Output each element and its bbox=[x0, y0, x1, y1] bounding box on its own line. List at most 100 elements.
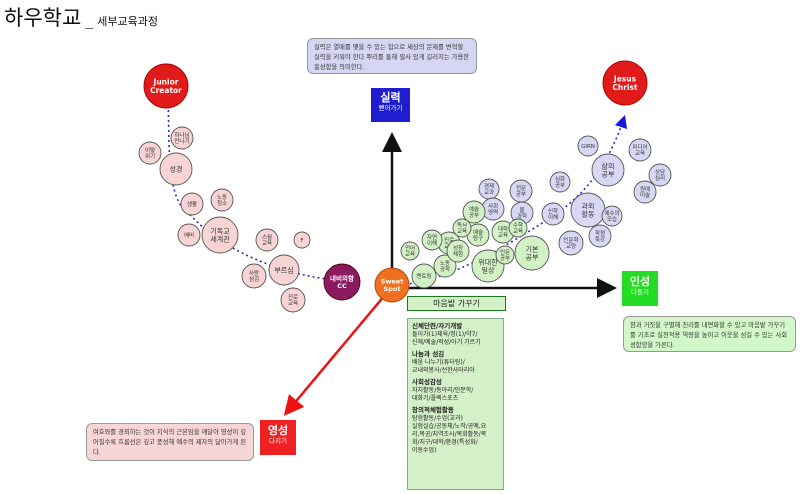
junior-creator-circle-shape bbox=[143, 63, 189, 109]
pink-circle-shape bbox=[210, 188, 234, 212]
pink-circle-shape bbox=[159, 152, 193, 186]
list-item: 교내외봉사/선한사마리아 bbox=[412, 366, 475, 374]
purple-circle-shape bbox=[633, 180, 657, 204]
list-item: 탐험활동/수업(교과) bbox=[412, 414, 463, 422]
arrow-left bbox=[283, 294, 386, 416]
green-circle-shape bbox=[471, 249, 505, 283]
purple-circle-shape bbox=[591, 153, 625, 187]
purple-circle-shape bbox=[577, 135, 599, 157]
purple-circle-label: GIRN bbox=[581, 144, 595, 150]
purple-circle-shape bbox=[549, 171, 571, 193]
green-circle: 멘토링 bbox=[411, 263, 437, 289]
purple-circle: GIRN bbox=[577, 135, 599, 157]
pink-circle-shape bbox=[177, 223, 201, 247]
list-heading-3: 창의적체험활동 bbox=[412, 405, 454, 414]
direction-left-label: 영성 bbox=[267, 424, 289, 437]
direction-right-badge: 인성 다듬기 bbox=[622, 271, 658, 306]
pink-circle-label: 에비 bbox=[184, 231, 194, 239]
title-dash: _ bbox=[85, 10, 94, 29]
purple-circle-shape bbox=[628, 138, 652, 162]
direction-up-label: 실력 bbox=[380, 91, 401, 104]
top-description-box: 실력은 열매를 맺을 수 있는 힘으로 세상의 문제를 변혁할 실력을 키워야 … bbox=[307, 38, 477, 74]
direction-up-sub: 뻗어가기 bbox=[378, 104, 403, 112]
purple-circle-shape bbox=[601, 205, 623, 227]
pink-circle-shape bbox=[280, 287, 306, 313]
pink-circle-shape bbox=[293, 231, 311, 249]
list-item: 회/지구/대학/환경(특성화/ bbox=[412, 438, 478, 446]
list-item: 배움 나누기(튜터링)/ bbox=[412, 358, 465, 366]
pink-circle-shape bbox=[241, 263, 267, 289]
pink-circle: F bbox=[293, 231, 311, 249]
title-sub: 세부교육과정 bbox=[97, 15, 159, 28]
pink-circle-label: 부르심 bbox=[274, 265, 293, 274]
list-heading-1: 나눔과 섬김 bbox=[412, 349, 445, 358]
pink-circle-label: F bbox=[300, 238, 303, 244]
green-circle-shape bbox=[508, 218, 528, 238]
pink-circle: 에비 bbox=[177, 223, 201, 247]
mind-field-bar: 마음밭 가꾸기 bbox=[407, 296, 506, 311]
pink-circle-shape bbox=[255, 228, 279, 252]
pink-circle-shape bbox=[180, 192, 204, 216]
right-description-box: 참과 거짓을 구별해 진리를 내면화할 수 있고 마음밭 가꾸기를 기초로 실천… bbox=[623, 316, 796, 352]
pink-circle-shape bbox=[170, 126, 194, 150]
list-item: 실험실습/공동체/노작/공예,요 bbox=[412, 422, 487, 430]
sweet-spot-circle-shape bbox=[374, 267, 410, 303]
list-heading-0: 신체단련/자기개발 bbox=[412, 322, 463, 330]
purple-circle-shape bbox=[588, 224, 612, 248]
green-circle-shape bbox=[421, 229, 443, 251]
direction-right-sub: 다듬기 bbox=[631, 288, 649, 296]
list-item: 대화기/플렉스포츠 bbox=[412, 394, 459, 402]
green-circle-shape bbox=[400, 241, 420, 261]
pink-circle: 성경 bbox=[159, 152, 193, 186]
green-circle-shape bbox=[495, 245, 515, 265]
cc-circle-shape bbox=[323, 263, 361, 301]
title-main: 하우학교 bbox=[4, 6, 82, 30]
